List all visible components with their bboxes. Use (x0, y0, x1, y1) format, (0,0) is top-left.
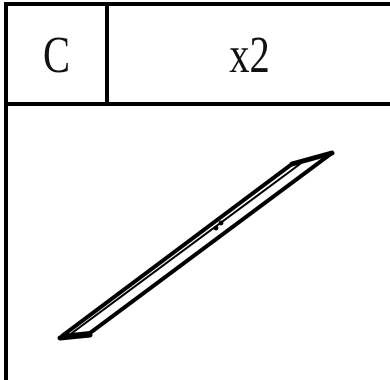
part-quantity: x2 (229, 26, 270, 84)
part-letter: C (42, 26, 71, 84)
